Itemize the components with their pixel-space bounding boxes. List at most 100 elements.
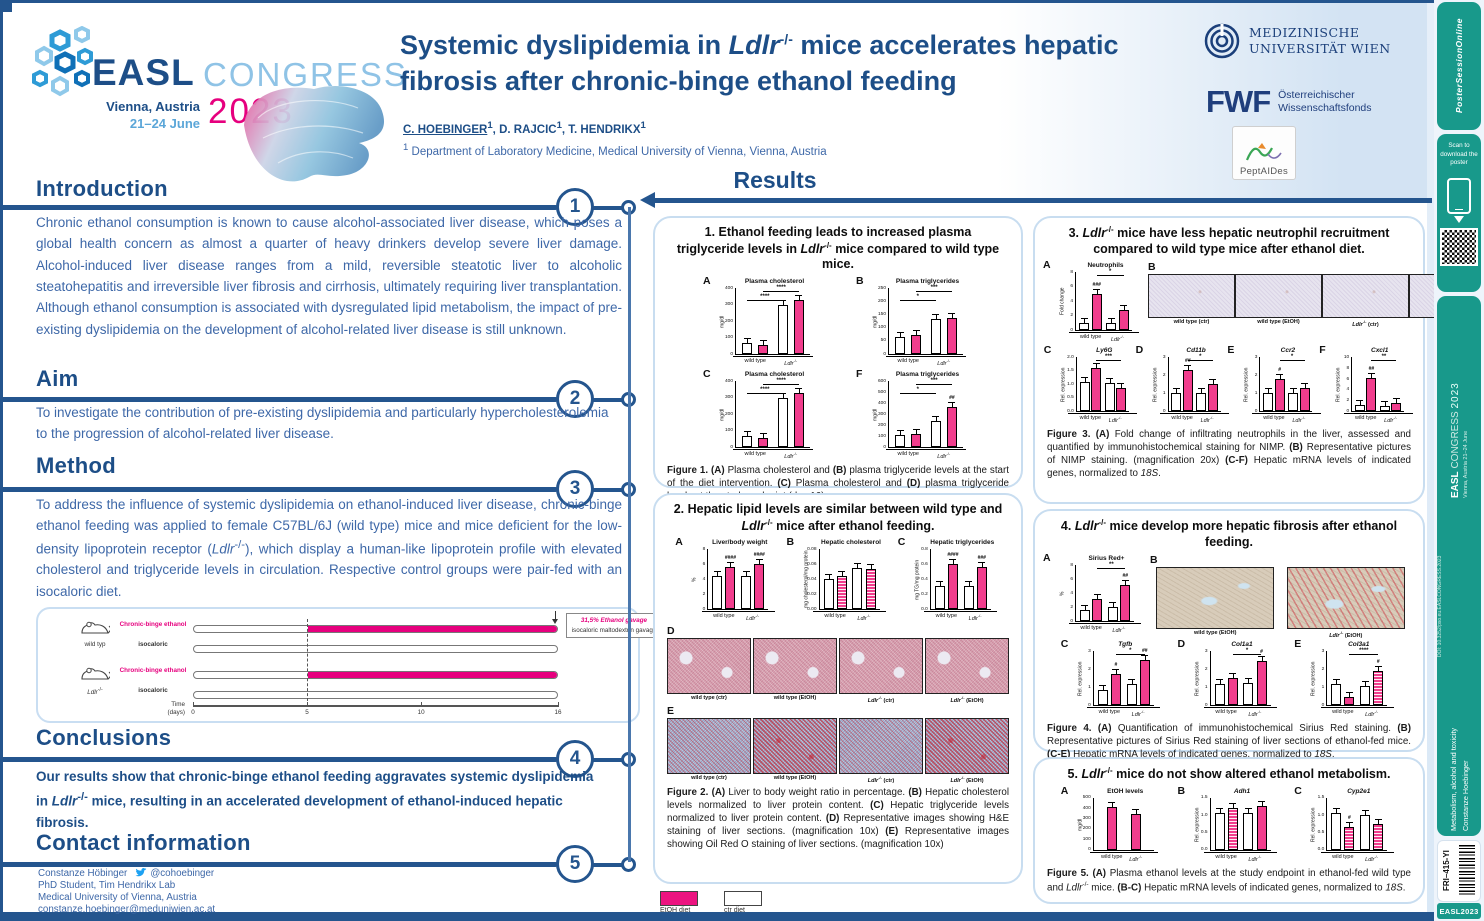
mouse-icon: [80, 667, 112, 688]
group-label: Ldlr-/-: [768, 449, 813, 460]
bar: [934, 586, 945, 610]
affiliation: 1 Department of Laboratory Medicine, Med…: [403, 142, 827, 158]
figure-caption: Figure 3. (A) Fold change of infiltratin…: [1047, 429, 1411, 480]
error-bar: [1093, 594, 1101, 600]
y-tick: 100: [877, 433, 886, 439]
group-label: wild type: [1343, 413, 1388, 421]
y-axis-label: Rel. expression: [1335, 367, 1342, 403]
significance-hash: #: [1278, 367, 1282, 374]
time-tick-label: 16: [554, 709, 562, 716]
group-label: Ldlr-/-: [1349, 707, 1394, 718]
significance-bracket: *: [1115, 648, 1145, 656]
error-bar: [795, 387, 803, 393]
error-bar: [1264, 387, 1272, 393]
y-tick: 200: [877, 422, 886, 428]
y-axis-label: Fold change: [1059, 288, 1066, 316]
bar: [1130, 814, 1141, 850]
y-tick: 6: [702, 561, 706, 567]
histology-label: Ldlr-/- (EtOH): [950, 695, 984, 705]
error-bar: [1107, 318, 1115, 324]
poster-title: Systemic dyslipidemia in Ldlr-/- mice ac…: [400, 30, 1119, 96]
section-number-1: 1: [556, 188, 594, 226]
error-bar: [1117, 383, 1125, 389]
error-bar: [1184, 365, 1192, 371]
y-tick: 0: [883, 444, 886, 450]
error-bar: [825, 574, 832, 580]
introduction-text: Chronic ethanol consumption is known to …: [36, 215, 622, 337]
bar: [758, 437, 769, 448]
bar: [946, 317, 957, 355]
bar: [1227, 678, 1238, 706]
bar: [1214, 683, 1225, 706]
significance-hash: ##: [1141, 648, 1148, 655]
diet-bar: [193, 671, 558, 679]
y-tick: 4: [1070, 298, 1073, 304]
down-arrow-icon: [1454, 216, 1464, 223]
group-label: Ldlr-/-: [1232, 707, 1277, 718]
error-bar: [1109, 601, 1117, 607]
qr-code: [1440, 228, 1478, 266]
y-tick: 1: [1254, 390, 1258, 396]
author-list: C. HOEBINGER1, D. RAJCIC1, T. HENDRIKX1: [403, 120, 646, 136]
bar: [742, 343, 753, 355]
y-tick: 1.0: [1317, 812, 1325, 818]
bar: [1126, 683, 1137, 706]
histology-image: [925, 718, 1009, 775]
histology-item: Ldlr-/- (EtOH): [925, 718, 1009, 784]
contact-name-line: Constanze Höbinger@cohoebinger: [38, 868, 214, 881]
poster-border-left: [0, 0, 3, 921]
group-label: wild type: [1160, 413, 1205, 421]
y-tick: 500: [877, 389, 886, 395]
time-tick-label: 0: [191, 709, 195, 716]
error-bar: [1093, 289, 1101, 295]
histology-item: wild type (EtOH): [1156, 567, 1275, 639]
fwf-sub1: Österreichischer: [1278, 88, 1355, 101]
aim-heading: Aim: [36, 366, 79, 391]
histology-label: wild type (EtOH): [1194, 630, 1237, 637]
results-panel-3: 3. Ldlr-/- mice have less hepatic neutro…: [1033, 216, 1484, 504]
histology-image: [1286, 567, 1405, 630]
results-heading: Results: [733, 167, 817, 193]
bar: [777, 398, 788, 448]
histology-image: [753, 638, 837, 695]
y-axis-label: Rel. expression: [1152, 367, 1159, 403]
congress-info-block: EASL CONGRESS 2023 Vienna, Austria 21–24…: [1437, 296, 1481, 836]
group-label: Ldlr-/-: [1113, 851, 1158, 863]
sidebar-easl: EASL: [1449, 471, 1461, 498]
phone-icon: [1447, 178, 1471, 214]
y-tick: 4: [702, 576, 706, 582]
group-label: Ldlr-/-: [768, 356, 813, 367]
bar: [742, 436, 753, 448]
error-bar: [896, 331, 904, 337]
group-label: wild type: [733, 356, 778, 364]
error-bar: [1244, 808, 1252, 814]
panel-letter: C: [1060, 638, 1069, 651]
chart-title: Plasma triglycerides: [895, 371, 960, 379]
group-label: Ldlr-/-: [1349, 851, 1394, 863]
histology-label: Ldlr-/- (ctr): [867, 775, 895, 785]
etoh-swatch: [660, 891, 698, 906]
significance-hash: #: [1376, 659, 1380, 666]
bar: [725, 566, 736, 610]
diet-row-label: Chronic-binge ethanol: [119, 667, 187, 674]
error-bar: [1128, 678, 1136, 684]
error-bar: [1132, 809, 1140, 815]
twitter-handle[interactable]: @cohoebinger: [150, 868, 215, 879]
panel-letter: A: [675, 536, 683, 549]
bar: [793, 299, 804, 355]
error-bar: [896, 430, 904, 436]
bar: [1079, 610, 1090, 622]
histology-item: wild type (ctr): [667, 718, 751, 784]
y-tick: 1: [1321, 684, 1325, 690]
panel-letter: A: [1043, 552, 1051, 565]
contact-email[interactable]: constanze.hoebinger@meduniwien.ac.at: [38, 904, 216, 915]
